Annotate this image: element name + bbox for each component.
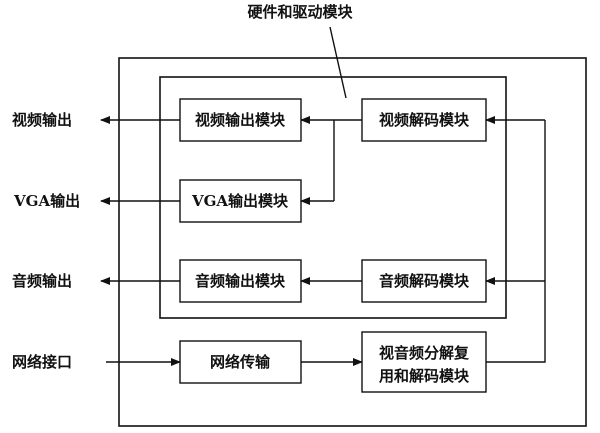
vga-output-label: VGA输出 (13, 192, 80, 210)
demux-decode-module-label-line1: 视音频分解复 (379, 344, 470, 362)
demux-bus-line (486, 120, 546, 363)
video-output-label: 视频输出 (12, 111, 72, 129)
audio-decode-module-label: 音频解码模块 (379, 272, 470, 290)
network-transfer-module: 网络传输 (179, 340, 302, 384)
video-decode-module-label: 视频解码模块 (379, 111, 470, 129)
video-output-module: 视频输出模块 (179, 98, 302, 142)
demux-decode-module-label-line2: 用和解码模块 (379, 367, 470, 385)
hardware-driver-title: 硬件和驱动模块 (247, 3, 353, 21)
audio-output-module-label: 音频输出模块 (195, 272, 286, 290)
vga-output-module: VGA输出模块 (179, 179, 302, 223)
hardware-driver-frame (159, 76, 507, 319)
title-pointer-line (329, 26, 347, 99)
network-interface-label: 网络接口 (12, 353, 72, 371)
audio-decode-module: 音频解码模块 (361, 259, 487, 303)
demux-decode-module: 视音频分解复 用和解码模块 (361, 331, 487, 393)
audio-output-label: 音频输出 (12, 272, 72, 290)
video-output-module-label: 视频输出模块 (195, 111, 286, 129)
vga-output-module-label: VGA输出模块 (191, 192, 289, 210)
video-decode-module: 视频解码模块 (361, 98, 487, 142)
outer-system-frame (118, 57, 587, 427)
audio-output-module: 音频输出模块 (179, 259, 302, 303)
network-transfer-module-label: 网络传输 (210, 353, 271, 371)
